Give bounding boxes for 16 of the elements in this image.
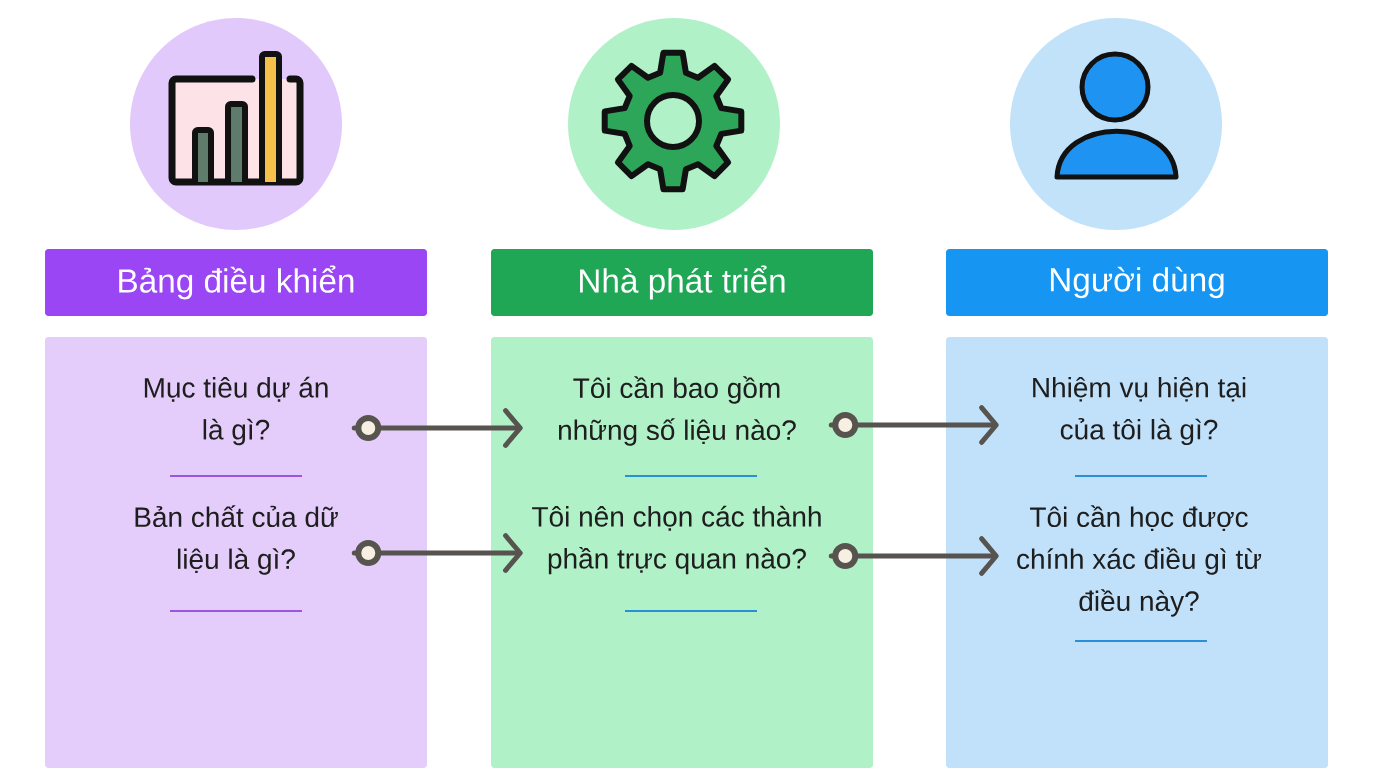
question-text: Nhiệm vụ hiện tại của tôi là gì? — [1033, 376, 1246, 446]
question-text: Tôi cần bao gồm những số liệu nào? — [558, 376, 796, 446]
question-text: Tôi cần học được chính xác điều gì từ điều này? — [1017, 505, 1262, 617]
column-panel — [491, 337, 873, 768]
column-header: Bảng điều khiển — [45, 249, 427, 316]
column-panel — [45, 337, 427, 768]
column-panel — [946, 337, 1328, 768]
column-header: Nhà phát triển — [491, 249, 873, 316]
column-header: Người dùng — [946, 249, 1328, 316]
connector-arrow — [828, 405, 999, 445]
connector-arrow — [351, 533, 523, 573]
connector-arrow — [828, 536, 999, 576]
question-text: Bản chất của dữ liệu là gì? — [135, 505, 338, 575]
question-text: Mục tiêu dự án là gì? — [144, 376, 328, 446]
connector-arrow — [351, 408, 523, 448]
question-text: Tôi nên chọn các thành phần trực quan nào? — [532, 505, 821, 575]
